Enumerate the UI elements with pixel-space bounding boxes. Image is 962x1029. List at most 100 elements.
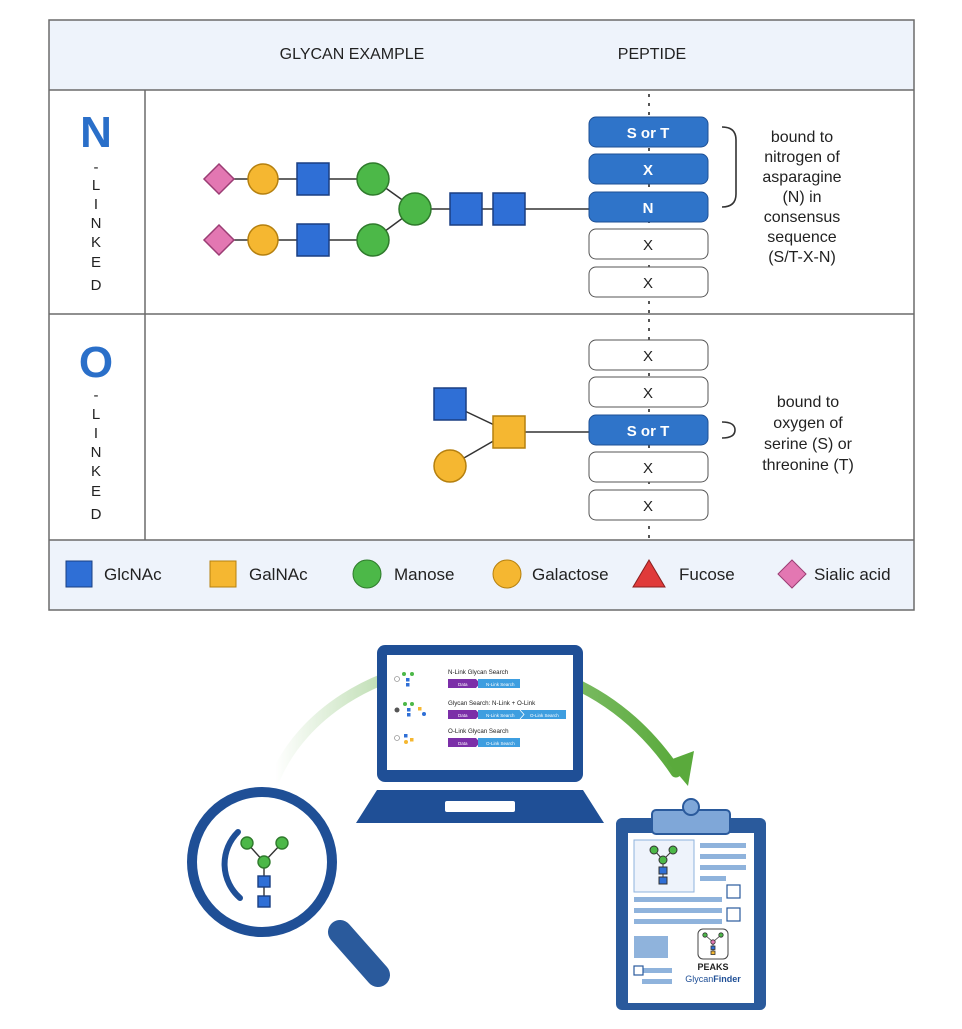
manose-icon [356,223,390,257]
o-label-char: L [92,406,100,423]
o-label-char: D [91,506,102,523]
laptop-row-step2: O-Link Search [530,713,559,718]
residue-label: X [643,348,653,365]
residue-box [588,414,709,446]
n-glycan-structure [202,162,589,257]
glcnac-icon [296,162,330,196]
magnifier-icon [187,787,390,987]
legend-glcnac-icon [65,560,93,588]
n-label-char: E [91,254,101,271]
residue-box [588,153,709,185]
glcnac-icon [449,192,483,226]
legend-label: Sialic acid [814,565,891,584]
laptop-trackpad [445,801,515,812]
n-label-char: N [91,215,102,232]
n-linked-vertical-label: - L I N K E D [91,159,102,294]
sialic-acid-icon [202,223,236,257]
n-linked-row: N - L I N K E D [80,108,842,298]
o-linked-vertical-label: - L I N K E D [91,387,102,523]
legend-label: Galactose [532,565,609,584]
checkbox-icon [726,907,741,922]
glycan-mini-icon [403,702,426,717]
legend-label: GalNAc [249,565,308,584]
n-linked-description: bound to nitrogen of asparagine (N) in c… [762,129,841,266]
table-header-bg [49,20,914,90]
legend-galnac-icon [209,560,237,588]
legend: GlcNAc GalNAc Manose Galactose Fucose Si… [65,559,891,589]
legend-bg [49,540,914,610]
residue-label: X [643,498,653,515]
o-glycan-structure [433,387,589,483]
laptop-row-1: N-Link Glycan Search Data N-Link Search [394,669,520,688]
legend-galactose-icon [492,559,522,589]
o-label-char: K [91,463,101,480]
laptop-row-step: N-Link Search [486,713,515,718]
legend-label: Fucose [679,565,735,584]
n-label-char: L [92,177,100,194]
o-label-char: - [94,387,99,404]
residue-label: X [643,162,653,179]
legend-manose-icon [352,559,382,589]
o-linked-description: bound to oxygen of serine (S) or threoni… [762,394,854,474]
glcnac-icon [492,192,526,226]
laptop-illustration: N-Link Glycan Search Data N-Link Search … [356,645,604,823]
logo-finder-text: Finder [713,974,741,984]
checkbox-icon [633,965,644,976]
peaks-glycanfinder-logo: PEAKS GlycanFinder [685,928,741,984]
legend-label: Manose [394,565,454,584]
sialic-acid-icon [202,162,236,196]
glcnac-icon [296,223,330,257]
laptop-row-3: O-Link Glycan Search Data O-Link Search [394,728,520,747]
residue-label: X [643,237,653,254]
desc-line: sequence [767,229,836,246]
desc-line: threonine (T) [762,457,854,474]
o-label-char: N [91,444,102,461]
laptop-row-tag: Data [458,713,468,718]
logo-product-text: GlycanFinder [685,974,741,984]
o-label-char: E [91,483,101,500]
desc-line: nitrogen of [764,149,840,166]
glycan-mini-icon [402,672,414,687]
n-label-char: I [94,196,98,213]
residue-label: X [643,385,653,402]
report-glycan-icon [649,845,678,885]
desc-line: consensus [764,209,841,226]
residue-label: X [643,460,653,477]
desc-line: bound to [771,129,833,146]
galnac-icon [492,415,526,449]
residue-box [588,451,709,483]
clip-hole-icon [682,798,700,816]
o-residue-bracket [721,421,736,439]
workflow-arrowhead-icon [667,751,694,786]
o-label-char: I [94,425,98,442]
laptop-row-2: Glycan Search: N-Link + O-Link Data N-Li… [394,700,566,720]
laptop-row-step: O-Link Search [486,741,515,746]
residue-box [588,191,709,223]
residue-label: S or T [627,125,670,142]
residue-box [588,376,709,408]
peptide-header: PEPTIDE [618,46,686,63]
radio-icon [394,676,400,682]
residue-label: N [643,200,654,217]
legend-fucose-icon [632,559,666,588]
residue-label: S or T [627,423,670,440]
o-linked-row: O - L I N K E D X X S or T X [79,338,854,523]
residue-box [588,116,709,148]
residue-box [588,339,709,371]
radio-icon [394,707,400,713]
laptop-row-title: Glycan Search: N-Link + O-Link [448,700,536,707]
checkbox-icon [726,884,741,899]
galactose-icon [433,449,467,483]
n-label-char: K [91,234,101,251]
desc-line: (N) in [782,189,821,206]
n-sequence-bracket [721,126,737,208]
galactose-icon [247,224,279,256]
laptop-row-tag: Data [458,741,468,746]
o-peptide: X X S or T X X [588,339,709,521]
residue-box [588,266,709,298]
glcnac-icon [433,387,467,421]
laptop-row-title: O-Link Glycan Search [448,728,509,735]
logo-glycan-text: Glycan [685,974,713,984]
desc-line: (S/T-X-N) [768,249,836,266]
